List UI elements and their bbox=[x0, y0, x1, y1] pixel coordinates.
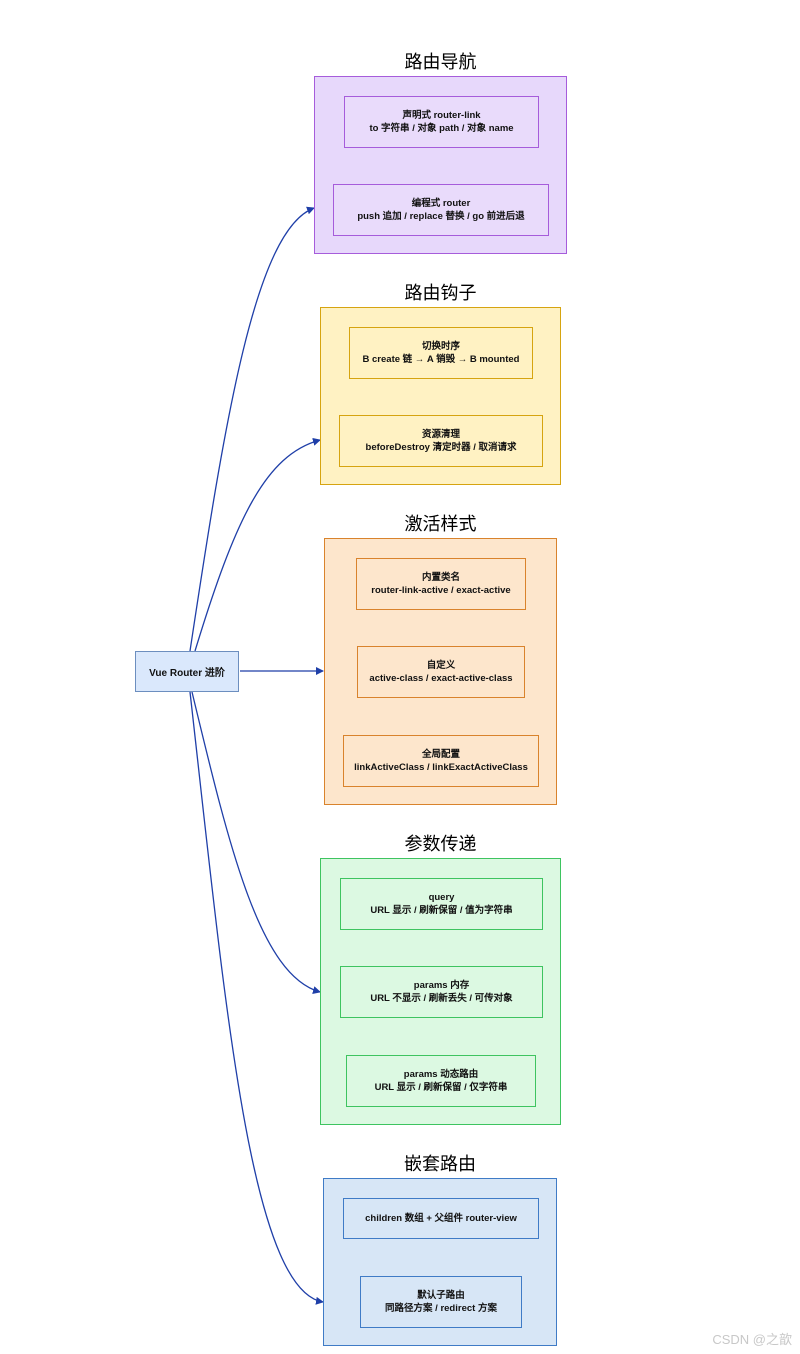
group-title-nav: 路由导航 bbox=[404, 52, 477, 72]
card-detail: push 追加 / replace 替换 / go 前进后退 bbox=[357, 211, 525, 222]
card-title: query bbox=[428, 892, 455, 903]
group-nest: children 数组 + 父组件 router-view 默认子路由 同路径方… bbox=[323, 1178, 557, 1346]
card-title: 自定义 bbox=[426, 660, 456, 671]
card-title: params 动态路由 bbox=[403, 1069, 479, 1080]
card-title: 默认子路由 bbox=[417, 1290, 465, 1301]
watermark: CSDN @之歆 bbox=[712, 1332, 792, 1347]
card-params-memory: params 内存 URL 不显示 / 刷新丢失 / 可传对象 bbox=[340, 966, 543, 1018]
card-detail: URL 显示 / 刷新保留 / 值为字符串 bbox=[370, 905, 513, 916]
group-param: query URL 显示 / 刷新保留 / 值为字符串 params 内存 UR… bbox=[320, 858, 561, 1125]
card-detail: router-link-active / exact-active bbox=[371, 585, 511, 596]
card-title: 内置类名 bbox=[421, 572, 460, 583]
connector-to-hook bbox=[194, 437, 321, 652]
card-router-link: 声明式 router-link to 字符串 / 对象 path / 对象 na… bbox=[344, 96, 539, 148]
card-detail: to 字符串 / 对象 path / 对象 name bbox=[369, 123, 514, 134]
group-title-hook: 路由钩子 bbox=[404, 283, 477, 303]
connector-to-param bbox=[191, 691, 321, 994]
card-detail: URL 显示 / 刷新保留 / 仅字符串 bbox=[374, 1082, 508, 1093]
connector-to-nest bbox=[189, 691, 324, 1305]
card-global-config: 全局配置 linkActiveClass / linkExactActiveCl… bbox=[343, 735, 539, 787]
card-detail: URL 不显示 / 刷新丢失 / 可传对象 bbox=[370, 993, 513, 1004]
card-title: children 数组 + 父组件 router-view bbox=[365, 1213, 517, 1224]
card-resource-cleanup: 资源清理 beforeDestroy 清定时器 / 取消请求 bbox=[339, 415, 543, 467]
group-title-nest: 嵌套路由 bbox=[404, 1154, 476, 1174]
card-title: params 内存 bbox=[413, 980, 470, 991]
card-detail: active-class / exact-active-class bbox=[369, 673, 513, 684]
group-title-param: 参数传递 bbox=[404, 834, 477, 854]
root-label: Vue Router 进阶 bbox=[149, 668, 225, 679]
group-active: 内置类名 router-link-active / exact-active 自… bbox=[324, 538, 557, 805]
card-title: 声明式 router-link bbox=[402, 110, 481, 121]
card-detail: B create 链 → A 销毁 → B mounted bbox=[362, 354, 520, 365]
card-title: 编程式 router bbox=[411, 198, 471, 209]
card-detail: 同路径方案 / redirect 方案 bbox=[385, 1303, 497, 1314]
card-detail: beforeDestroy 清定时器 / 取消请求 bbox=[365, 442, 517, 453]
root-node: Vue Router 进阶 bbox=[135, 651, 239, 692]
card-children: children 数组 + 父组件 router-view bbox=[343, 1198, 539, 1239]
card-query: query URL 显示 / 刷新保留 / 值为字符串 bbox=[340, 878, 543, 930]
card-title: 切换时序 bbox=[421, 341, 460, 352]
card-title: 资源清理 bbox=[421, 429, 460, 440]
card-builtin-class: 内置类名 router-link-active / exact-active bbox=[356, 558, 526, 610]
card-custom-class: 自定义 active-class / exact-active-class bbox=[357, 646, 525, 698]
card-detail: linkActiveClass / linkExactActiveClass bbox=[354, 762, 528, 773]
group-hook: 切换时序 B create 链 → A 销毁 → B mounted 资源清理 … bbox=[320, 307, 561, 485]
group-title-active: 激活样式 bbox=[404, 514, 477, 534]
card-params-dynamic: params 动态路由 URL 显示 / 刷新保留 / 仅字符串 bbox=[346, 1055, 536, 1107]
card-programmatic-router: 编程式 router push 追加 / replace 替换 / go 前进后… bbox=[333, 184, 549, 236]
connector-to-nav bbox=[189, 206, 315, 652]
group-nav: 声明式 router-link to 字符串 / 对象 path / 对象 na… bbox=[314, 76, 567, 254]
card-switch-order: 切换时序 B create 链 → A 销毁 → B mounted bbox=[349, 327, 533, 379]
card-default-child: 默认子路由 同路径方案 / redirect 方案 bbox=[360, 1276, 522, 1328]
card-title: 全局配置 bbox=[421, 749, 460, 760]
